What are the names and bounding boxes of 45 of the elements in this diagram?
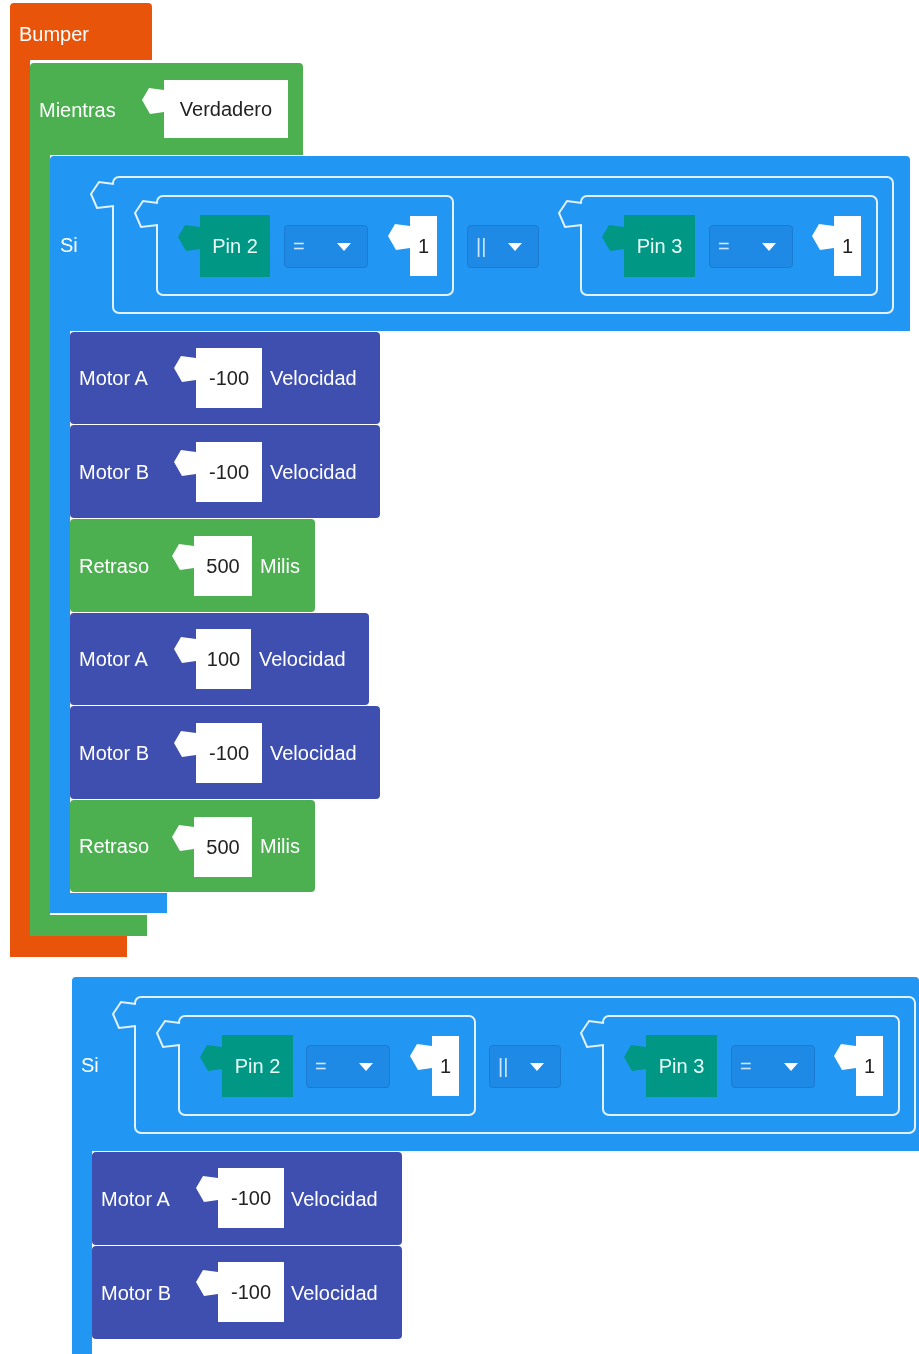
operator-dropdown: = xyxy=(306,1045,390,1088)
block-label: Motor B xyxy=(79,741,150,764)
motor-block xyxy=(70,425,380,518)
motor-block xyxy=(70,706,380,799)
block-label: Milis xyxy=(260,554,300,577)
value-input: 500 xyxy=(172,817,252,877)
block-label: Milis xyxy=(260,835,300,857)
operator-dropdown: = xyxy=(284,225,368,268)
block-label: Velocidad xyxy=(270,460,357,483)
motor-block xyxy=(70,332,380,424)
block-label: Velocidad xyxy=(291,1281,378,1304)
block-label: Bumper xyxy=(19,23,90,45)
value-input: 500 xyxy=(172,536,252,596)
block-label: Velocidad xyxy=(259,648,346,670)
block-label: Si xyxy=(60,234,78,256)
block-label: Velocidad xyxy=(270,741,357,764)
block-label: Si xyxy=(81,1054,99,1076)
delay-block xyxy=(70,519,315,612)
block-label: Velocidad xyxy=(291,1187,378,1210)
if-block xyxy=(72,977,919,1354)
value-input: 100 xyxy=(174,629,251,689)
block-label: Mientras xyxy=(39,99,116,121)
block-label: Retraso xyxy=(79,835,150,857)
operator-dropdown: = xyxy=(709,225,793,268)
value-input: -100 xyxy=(196,1168,284,1228)
operator-dropdown: = xyxy=(731,1045,815,1088)
block-label: Motor A xyxy=(79,367,148,389)
motor-block xyxy=(70,613,369,705)
motor-block xyxy=(92,1246,402,1339)
value-input: -100 xyxy=(174,348,262,408)
operator-dropdown: || xyxy=(467,225,539,268)
block-label: Motor A xyxy=(101,1187,170,1210)
value-input: -100 xyxy=(174,442,262,502)
block-label: Motor A xyxy=(79,648,148,670)
value-input: Verdadero xyxy=(142,80,288,138)
block-label: Velocidad xyxy=(270,367,357,389)
block-label: Motor B xyxy=(79,460,150,483)
block-label: Motor B xyxy=(101,1281,172,1304)
if-block xyxy=(50,156,910,913)
motor-block xyxy=(92,1152,402,1245)
operator-dropdown: || xyxy=(489,1045,561,1088)
value-input: -100 xyxy=(174,723,262,783)
value-input: -100 xyxy=(196,1262,284,1322)
block-label: Retraso xyxy=(79,554,150,577)
delay-block xyxy=(70,800,315,892)
